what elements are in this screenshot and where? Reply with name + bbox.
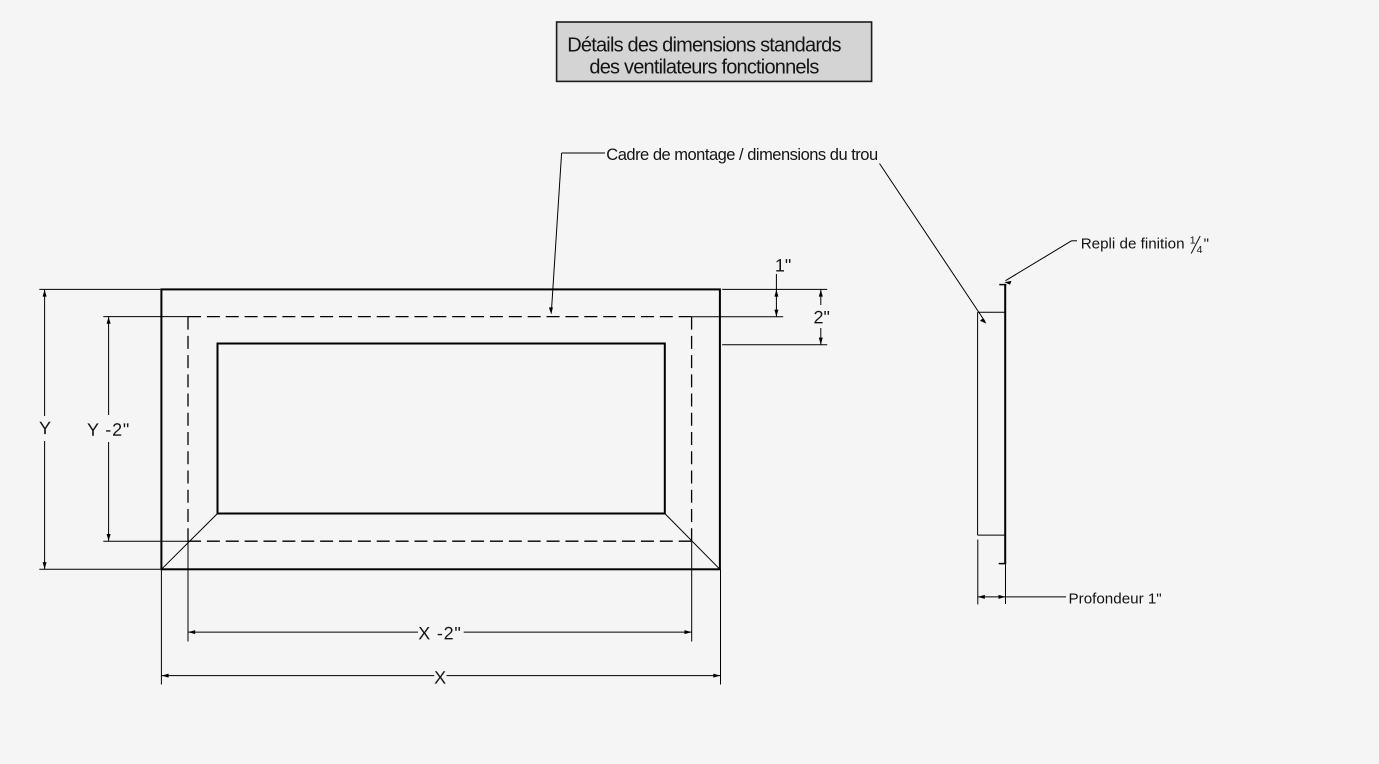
svg-text:X -2": X -2" <box>418 623 461 643</box>
svg-text:2": 2" <box>814 307 830 327</box>
svg-text:Y -2": Y -2" <box>87 420 130 440</box>
svg-text:": " <box>1204 236 1209 253</box>
svg-text:X: X <box>434 668 446 688</box>
svg-text:4: 4 <box>1197 244 1203 256</box>
svg-text:des ventilateurs fonctionnels: des ventilateurs fonctionnels <box>589 56 819 78</box>
svg-text:Profondeur 1": Profondeur 1" <box>1069 591 1162 608</box>
svg-text:Repli de finition: Repli de finition <box>1081 236 1185 253</box>
svg-text:1": 1" <box>775 256 791 276</box>
svg-text:Détails des dimensions standar: Détails des dimensions standards <box>567 35 841 57</box>
svg-text:1: 1 <box>1190 234 1196 246</box>
svg-text:Y: Y <box>39 418 51 438</box>
svg-text:Cadre de montage / dimensions: Cadre de montage / dimensions du trou <box>606 146 878 164</box>
